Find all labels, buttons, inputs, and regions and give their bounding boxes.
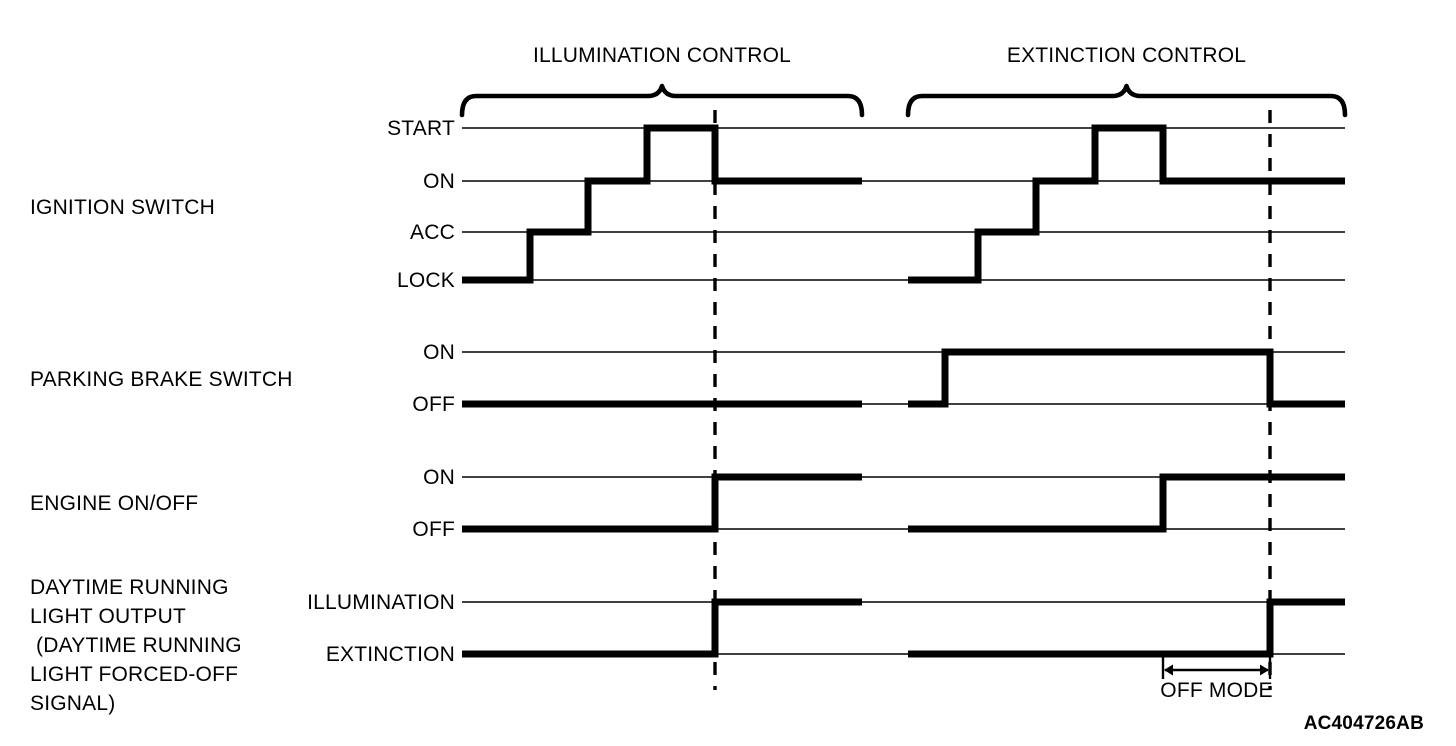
row-label-engine-on-off: ENGINE ON/OFF [30,492,198,515]
group-title-illumination-control: ILLUMINATION CONTROL [533,44,791,67]
waveform-daytime-running-light-output [462,598,862,658]
off-mode-span-layer [1161,657,1272,679]
level-label-engine-on-off-off: OFF [412,518,455,541]
waveform-ignition-switch [462,124,862,284]
grid-lines-layer [462,127,1345,655]
labels-layer: ILLUMINATION CONTROL EXTINCTION CONTROL ST… [30,44,1424,734]
level-label-parking-brake-switch-off: OFF [412,393,455,416]
waveform-parking-brake-switch [908,348,1345,408]
waveform-daytime-running-light-output [908,598,1345,658]
level-label-parking-brake-switch-on: ON [423,341,455,364]
waveforms-layer [462,124,1345,658]
waveform-engine-on-off [462,473,862,533]
level-label-daytime-running-light-output-extinction: EXTINCTION [326,643,455,666]
figure-code-label: AC404726AB [1304,713,1424,734]
level-label-daytime-running-light-output-illumination: ILLUMINATION [307,591,455,614]
row-label-parking-brake-switch: PARKING BRAKE SWITCH [30,368,293,391]
off-mode-label: OFF MODE [1160,679,1272,702]
level-label-ignition-switch-lock: LOCK [397,269,455,292]
waveform-engine-on-off [908,473,1345,533]
level-label-ignition-switch-start: START [387,117,455,140]
level-label-ignition-switch-on: ON [423,170,455,193]
row-label-ignition-switch: IGNITION SWITCH [30,196,215,219]
brace-extinction-control [905,83,1348,118]
off-mode-arrow-head-right [1260,664,1269,676]
group-braces-layer [459,83,1348,118]
level-label-ignition-switch-acc: ACC [410,221,455,244]
level-label-engine-on-off-on: ON [423,466,455,489]
event-markers-layer [713,110,1272,690]
brace-illumination-control [459,83,865,118]
group-title-extinction-control: EXTINCTION CONTROL [1007,44,1246,67]
waveform-ignition-switch [908,124,1345,284]
off-mode-arrow-head-left [1164,664,1173,676]
